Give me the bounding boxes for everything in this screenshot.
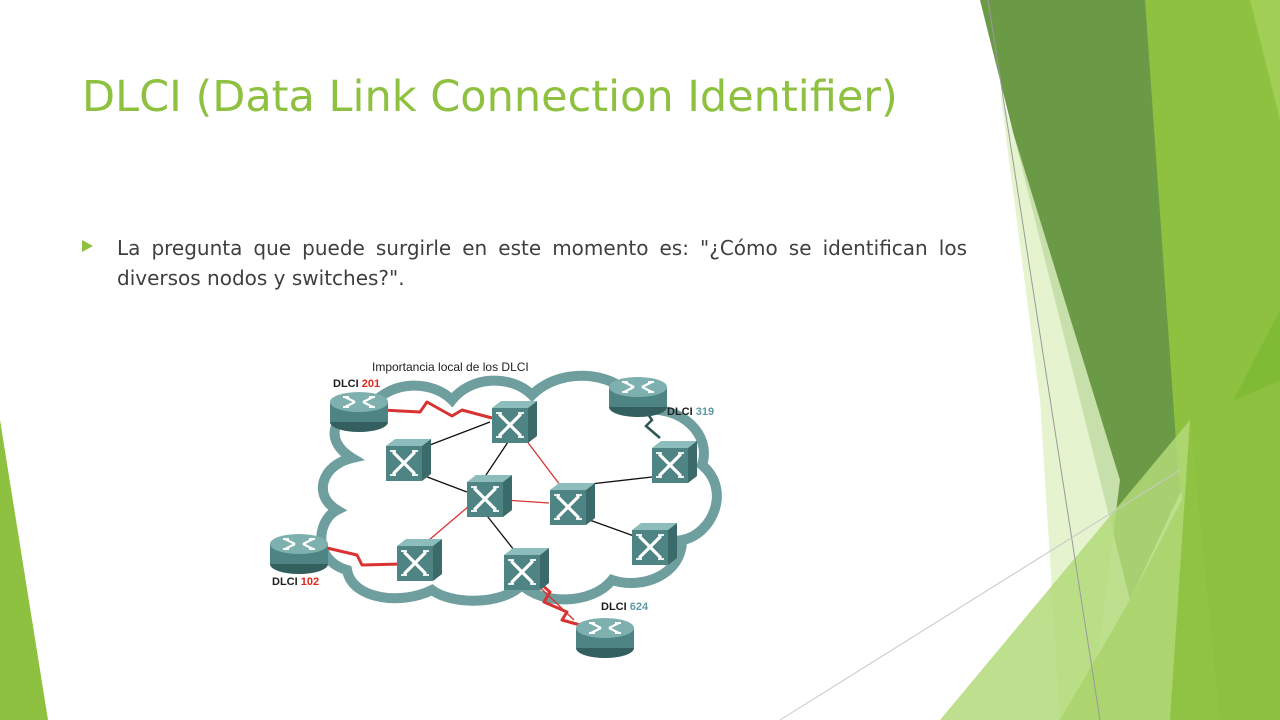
dlci-label-624: DLCI 624	[601, 601, 649, 613]
bullet-item: La pregunta que puede surgirle en este m…	[82, 233, 967, 293]
switch-icon	[395, 537, 444, 583]
frame-relay-dlci-diagram: Importancia local de los DLCI DLCI 201 D…	[268, 360, 722, 660]
switch-icon	[502, 546, 551, 592]
switch-icon	[630, 521, 679, 567]
bullet-text: La pregunta que puede surgirle en este m…	[117, 236, 967, 290]
switch-icon	[465, 473, 514, 519]
dlci-label-102: DLCI 102	[272, 576, 319, 588]
router-icon	[607, 375, 669, 419]
router-icon	[574, 616, 636, 660]
switch-icon	[650, 439, 699, 485]
dlci-label-201: DLCI 201	[333, 378, 380, 390]
black-links	[421, 421, 653, 551]
slide-title: DLCI (Data Link Connection Identifier)	[82, 72, 898, 122]
serial-links	[326, 400, 581, 627]
dlci-label-319: DLCI 319	[667, 406, 714, 418]
switch-icon	[490, 399, 539, 445]
diagram-caption: Importancia local de los DLCI	[372, 360, 529, 374]
switch-icon	[384, 437, 433, 483]
router-icon	[268, 532, 330, 576]
router-icon	[328, 390, 390, 434]
switch-icon	[548, 481, 597, 527]
triangle-bullet-icon	[82, 240, 93, 252]
